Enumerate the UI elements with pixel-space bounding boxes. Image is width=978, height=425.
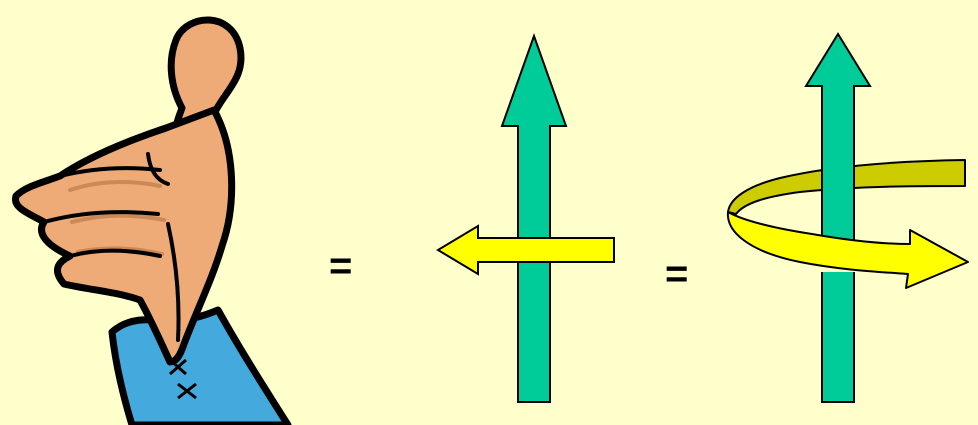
curved-arrow-front bbox=[726, 211, 969, 289]
hand-outline-details bbox=[42, 152, 181, 342]
cuff-lacing bbox=[169, 358, 197, 400]
sleeve bbox=[108, 306, 292, 425]
equals-sign: = bbox=[665, 252, 689, 296]
equals-sign: = bbox=[329, 244, 353, 288]
straight-arrow-with-perpendicular-arrow-icon bbox=[436, 33, 615, 403]
vertical-arrow bbox=[804, 32, 872, 403]
vertical-arrow bbox=[500, 33, 568, 403]
straight-arrow-with-curved-arrow-icon bbox=[726, 32, 969, 403]
finger-creases bbox=[68, 179, 166, 256]
thumbs-up-hand-icon bbox=[12, 16, 292, 425]
perpendicular-arrow bbox=[436, 224, 615, 276]
